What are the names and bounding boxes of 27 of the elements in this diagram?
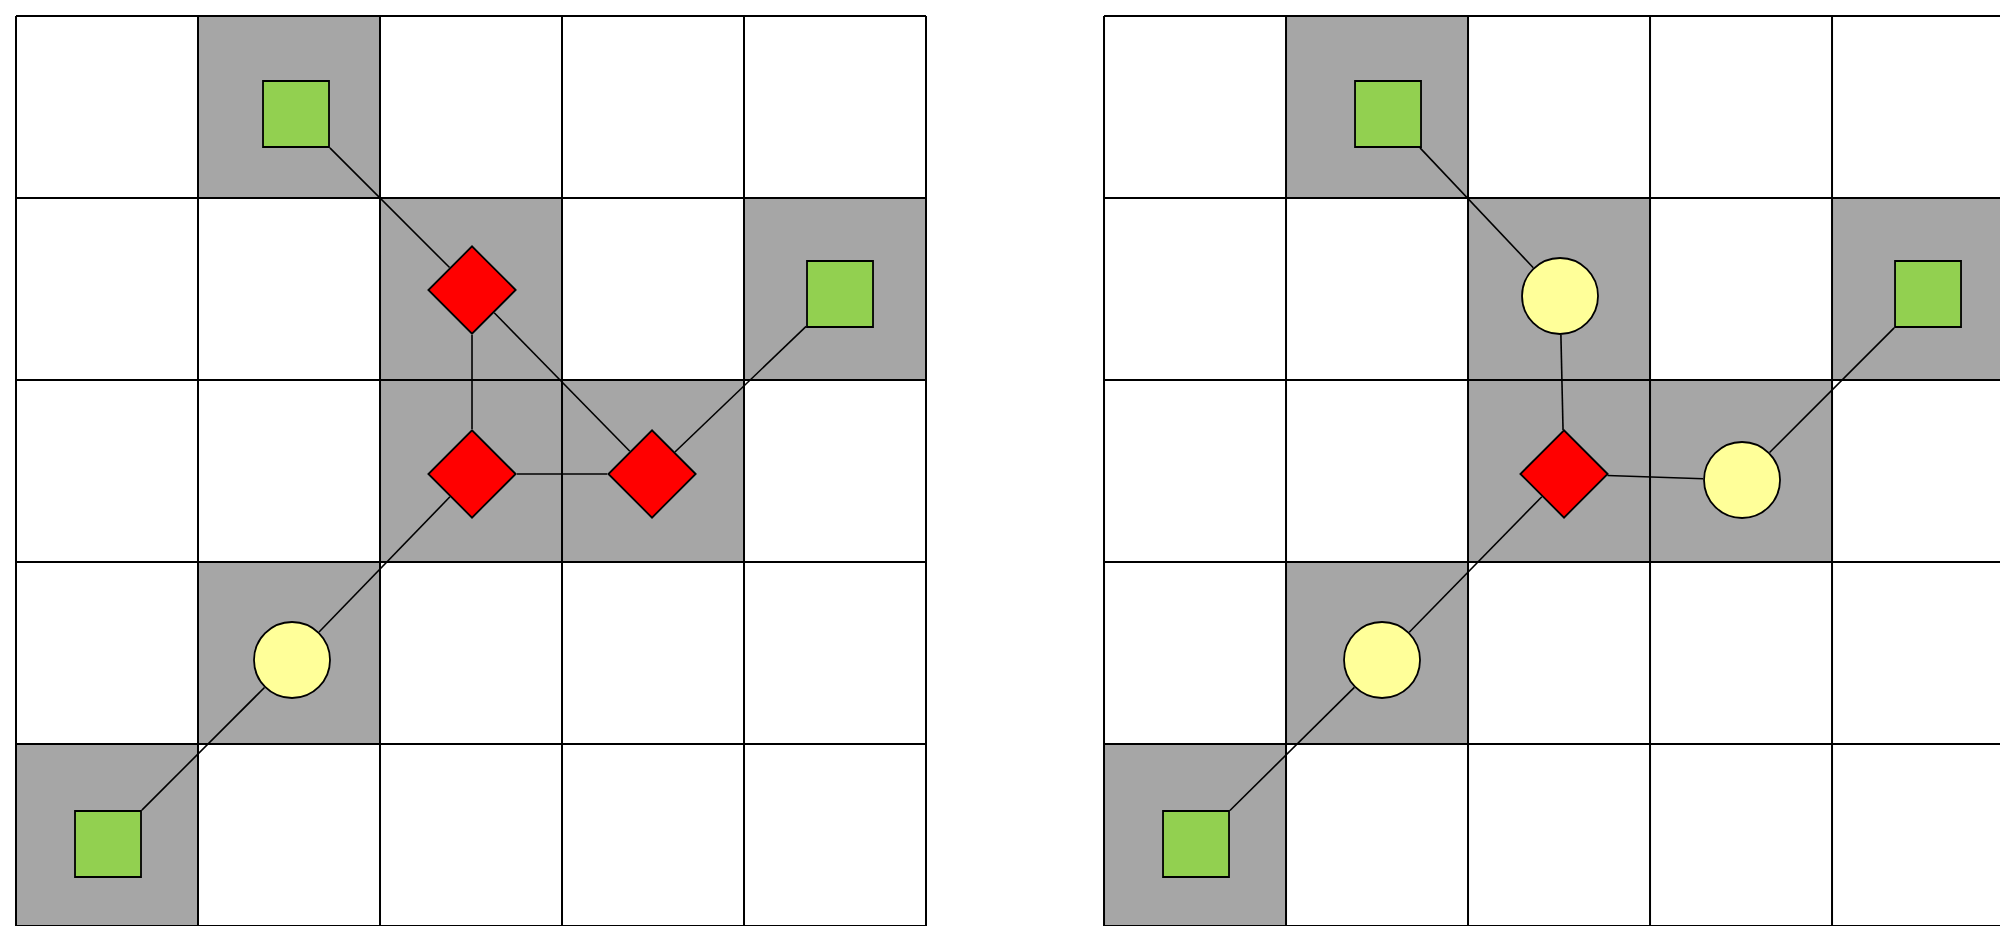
square-node	[74, 810, 142, 878]
circle-node	[1703, 441, 1781, 519]
diamond-node	[427, 245, 517, 335]
diamond-node	[1519, 429, 1609, 519]
connector-line	[516, 473, 608, 475]
connector-line	[1768, 327, 1895, 454]
circle-node	[1521, 257, 1599, 335]
connector-line	[1606, 474, 1704, 480]
square-node	[1894, 260, 1962, 328]
connector-line	[141, 686, 266, 811]
connector-line	[493, 311, 631, 453]
connector-line	[1408, 495, 1543, 633]
square-node	[806, 260, 874, 328]
connector-line	[674, 325, 807, 453]
connector-line	[1560, 334, 1564, 431]
square-node	[1162, 810, 1230, 878]
connector-line	[318, 496, 451, 633]
connector-line	[1419, 147, 1535, 269]
connector-line	[329, 147, 451, 269]
square-node	[1354, 80, 1422, 148]
circle-node	[1343, 621, 1421, 699]
connector-line	[471, 334, 473, 430]
square-node	[262, 80, 330, 148]
diamond-node	[607, 429, 697, 519]
circle-node	[253, 621, 331, 699]
connector-line	[1229, 686, 1356, 812]
diamond-node	[427, 429, 517, 519]
